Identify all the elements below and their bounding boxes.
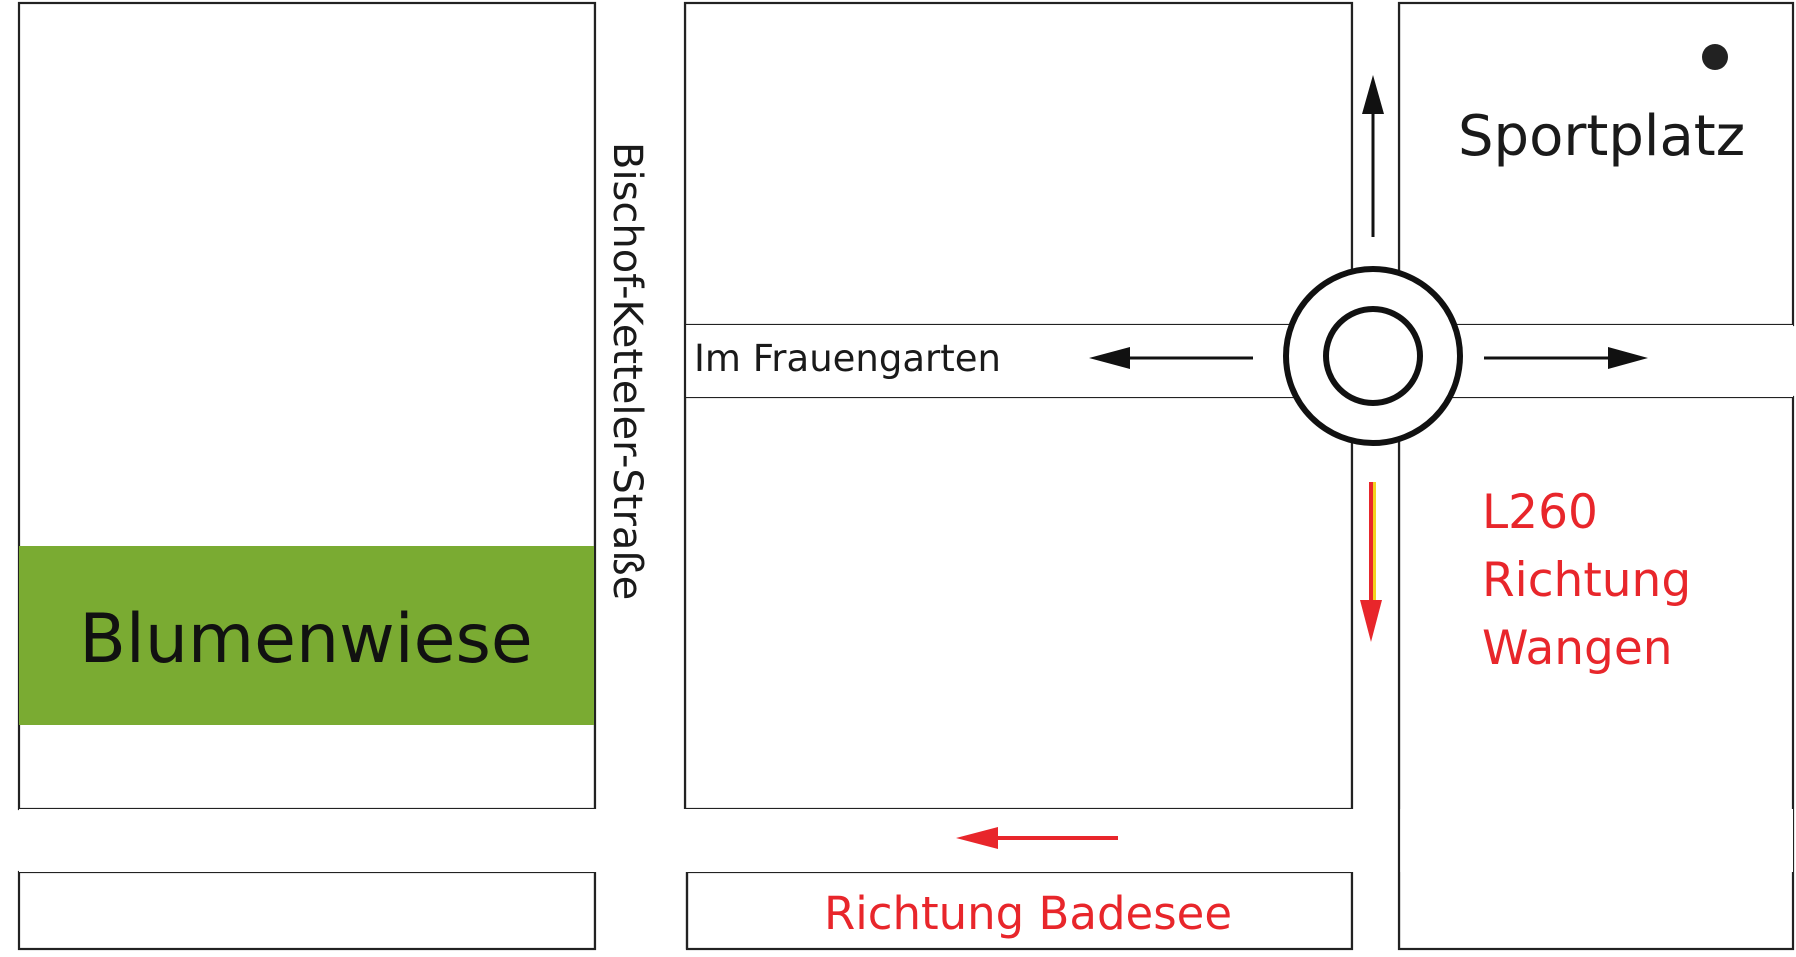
road-horizontal-south xyxy=(19,809,1793,872)
arrow-east-icon xyxy=(1484,347,1648,369)
richtung-badesee-label: Richtung Badesee xyxy=(824,887,1232,940)
l260-label: L260 xyxy=(1482,485,1598,540)
arrow-south-red-icon xyxy=(1360,482,1382,642)
im-frauengarten-label: Im Frauengarten xyxy=(694,337,1001,380)
block-north-center xyxy=(683,1,1354,327)
road-area xyxy=(19,3,1793,949)
block-center xyxy=(683,395,1354,811)
l260-wangen-label: Wangen xyxy=(1482,621,1673,676)
road-vertical-bischof xyxy=(595,3,685,949)
blumenwiese-area xyxy=(19,546,594,725)
block-southwest xyxy=(17,870,597,951)
arrow-west-red-icon xyxy=(956,827,1118,849)
l260-richtung-label: Richtung xyxy=(1482,553,1691,608)
arrow-north-icon xyxy=(1362,75,1384,237)
bischof-ketteler-strasse-label: Bischof-Ketteler-Straße xyxy=(604,142,650,600)
location-dot-icon xyxy=(1702,44,1728,70)
sportplatz-label: Sportplatz xyxy=(1458,104,1745,169)
road-vertical-l260 xyxy=(1352,3,1399,949)
roundabout-icon xyxy=(1283,266,1463,446)
blumenwiese-label: Blumenwiese xyxy=(79,600,532,679)
arrow-west-icon xyxy=(1089,347,1253,369)
